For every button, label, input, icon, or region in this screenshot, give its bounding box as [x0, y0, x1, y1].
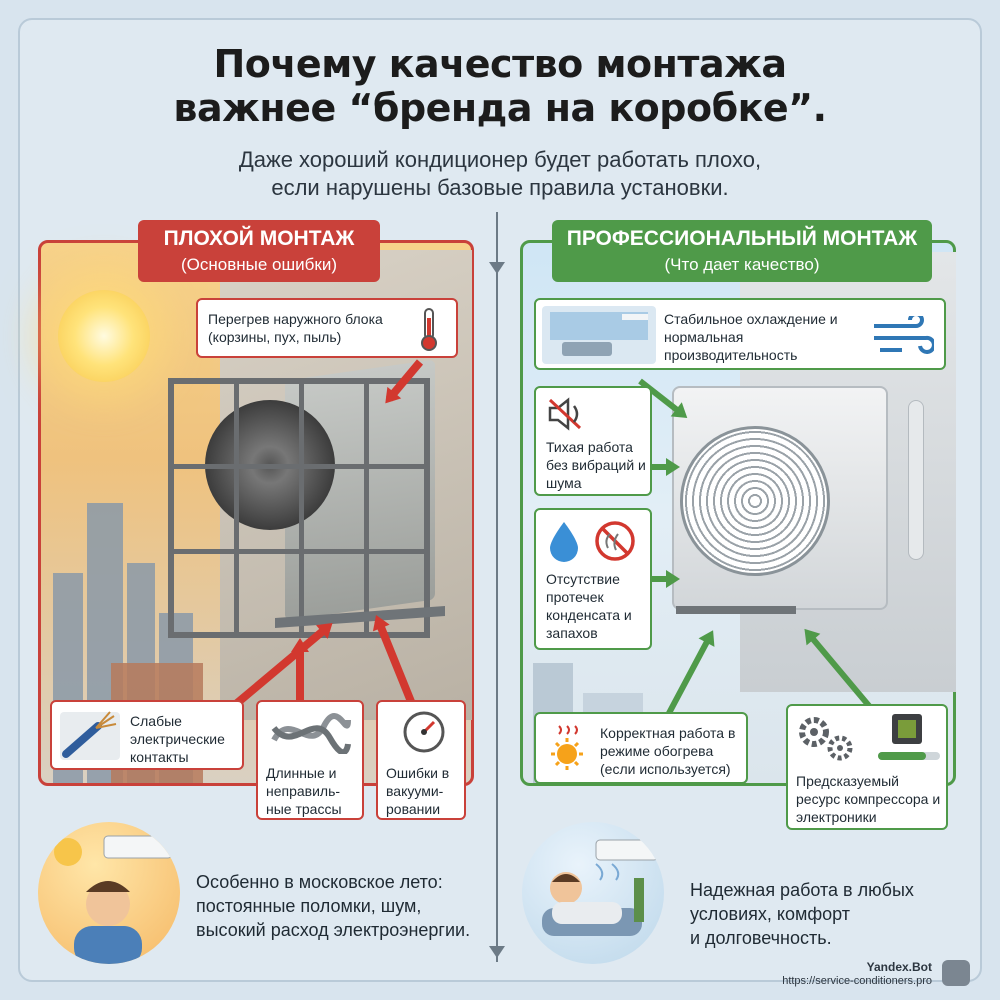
cooling-callout: Стабильное охлаждение и нормальная произ… — [534, 298, 946, 370]
thermometer-icon — [421, 308, 437, 351]
leaks-callout: Отсутствие протечек конденсата и запахов — [534, 508, 652, 650]
relaxed-person-icon — [542, 839, 659, 936]
arrow-leaks — [652, 576, 674, 582]
bad-footer-line-2: постоянные поломки, шум, — [196, 896, 422, 916]
vacuum-text: Ошибки в вакууми-ровании — [386, 765, 450, 817]
heating-callout: Корректная работа в режиме обогрева (есл… — [534, 712, 748, 784]
cooling-text: Стабильное охлаждение и нормальная произ… — [664, 311, 838, 363]
pipe-knot-icon — [271, 713, 351, 754]
quiet-text: Тихая работа без вибраций и шума — [546, 439, 646, 491]
quiet-callout: Тихая работа без вибраций и шума — [534, 386, 652, 496]
no-smell-icon — [595, 521, 635, 561]
subtitle-line-2: если нарушены базовые правила установки. — [271, 175, 729, 200]
room-icon — [542, 306, 656, 364]
pipe-duct — [908, 400, 924, 560]
resource-callout: Предсказуемый ресурс компрессора и элект… — [786, 704, 948, 830]
routes-callout: Длинные и неправиль-ные трассы — [256, 700, 364, 820]
robot-icon — [942, 960, 970, 986]
title-line-1: Почему качество монтажа — [213, 42, 787, 86]
bad-footer-line-3: высокий расход электроэнергии. — [196, 920, 471, 940]
metal-cage — [168, 378, 430, 638]
good-footer-text: Надежная работа в любых условиях, комфор… — [690, 878, 914, 950]
resource-text: Предсказуемый ресурс компрессора и элект… — [796, 773, 941, 825]
bad-footer-text: Особенно в московское лето: постоянные п… — [196, 870, 470, 942]
good-heading-subtitle: (Что дает качество) — [664, 255, 820, 274]
good-footer-line-1: Надежная работа в любых — [690, 880, 914, 900]
bad-footer-line-1: Особенно в московское лето: — [196, 872, 443, 892]
signature: Yandex.Bot https://service-conditioners.… — [782, 960, 932, 988]
bad-heading-title: ПЛОХОЙ МОНТАЖ — [163, 227, 355, 250]
relaxed-person-illustration — [522, 822, 664, 964]
page-subtitle: Даже хороший кондиционер будет работать … — [0, 146, 1000, 202]
vacuum-callout: Ошибки в вакууми-ровании — [376, 700, 466, 820]
title-line-2: важнее “бренда на коробке”. — [173, 86, 827, 130]
chip-icon — [878, 714, 940, 760]
routes-text: Длинные и неправиль-ные трассы — [266, 765, 342, 817]
wall-bracket — [676, 606, 796, 614]
good-footer-line-2: условиях, комфорт — [690, 904, 851, 924]
water-drop-icon — [550, 522, 578, 562]
good-panel-heading: ПРОФЕССИОНАЛЬНЫЙ МОНТАЖ (Что дает качест… — [552, 220, 932, 282]
page-title: Почему качество монтажа важнее “бренда н… — [0, 42, 1000, 130]
sun-icon — [58, 290, 150, 382]
sweating-person-icon — [54, 835, 173, 964]
fan-icon — [680, 426, 830, 576]
gauge-icon — [403, 711, 445, 753]
wind-icon — [874, 316, 934, 354]
sun-heat-icon — [551, 725, 583, 770]
gears-icon — [799, 717, 853, 761]
divider-arrow-bottom — [489, 946, 505, 958]
mute-icon — [548, 397, 582, 431]
subtitle-line-1: Даже хороший кондиционер будет работать … — [238, 147, 762, 172]
wire-icon — [60, 711, 120, 760]
bad-panel-heading: ПЛОХОЙ МОНТАЖ (Основные ошибки) — [138, 220, 380, 282]
signature-name: Yandex.Bot — [866, 960, 932, 974]
overheat-callout: Перегрев наружного блока (корзины, пух, … — [196, 298, 458, 358]
arrow-quiet — [652, 464, 674, 470]
center-divider — [496, 212, 498, 962]
divider-arrow-top — [489, 262, 505, 274]
hot-person-illustration — [38, 822, 180, 964]
leaks-text: Отсутствие протечек конденсата и запахов — [546, 571, 632, 641]
bad-heading-subtitle: (Основные ошибки) — [181, 255, 337, 274]
signature-url: https://service-conditioners.pro — [782, 975, 932, 987]
arrow-routes — [296, 644, 304, 704]
heating-text: Корректная работа в режиме обогрева (есл… — [600, 725, 736, 777]
contacts-callout: Слабые электрические контакты — [50, 700, 244, 770]
contacts-text: Слабые электрические контакты — [130, 713, 225, 765]
good-footer-line-3: и долговечность. — [690, 928, 832, 948]
overheat-text: Перегрев наружного блока (корзины, пух, … — [208, 311, 383, 345]
good-heading-title: ПРОФЕССИОНАЛЬНЫЙ МОНТАЖ — [566, 227, 918, 250]
